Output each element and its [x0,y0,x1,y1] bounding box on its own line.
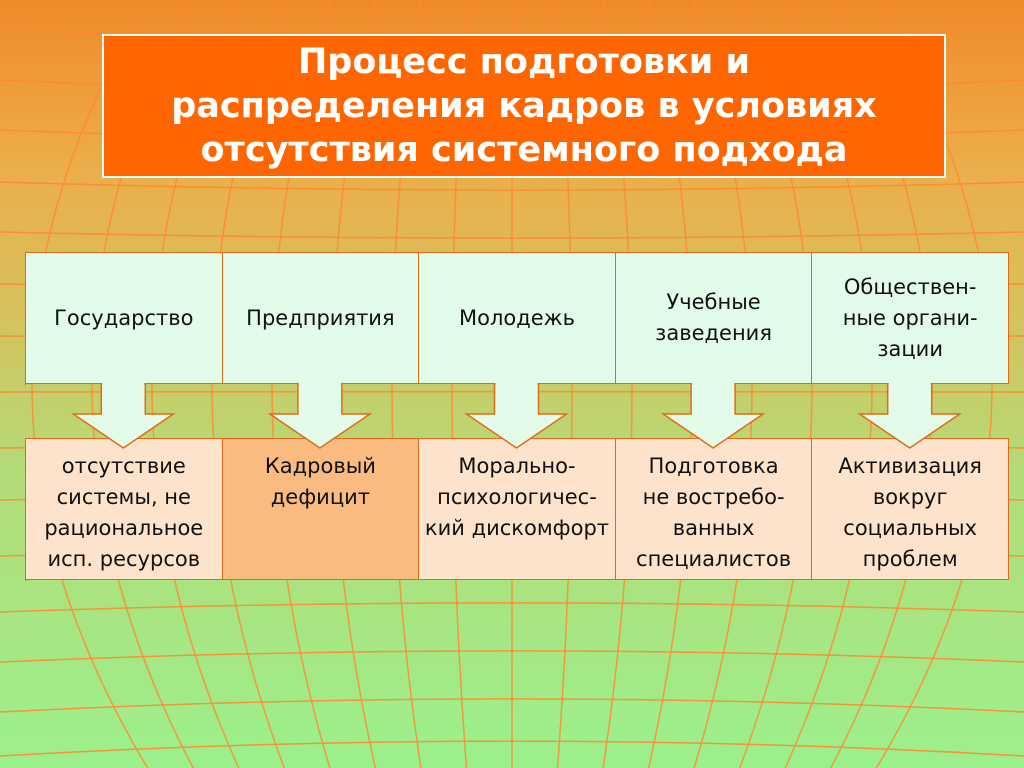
page-title: Процесс подготовки и распределения кадро… [171,42,877,170]
actor-cell-public-organizations: Обществен- ные органи- зации [812,253,1009,384]
outcome-cell-2: Кадровый дефицит [222,439,420,580]
actor-cell-state: Государство [26,253,223,384]
outcome-cell-4: Подготовка не востребо- ванных специалис… [615,439,813,580]
outcomes-row: отсутствие системы, не рациональное исп.… [25,438,1009,581]
actor-cell-youth: Молодежь [419,253,616,384]
actors-row: Государство Предприятия Молодежь Учебные… [25,252,1009,385]
outcome-cell-3: Морально- психологичес- кий дискомфорт [419,439,616,580]
grid-longitude-line [31,0,149,768]
outcome-cell-1: отсутствие системы, не рациональное исп.… [26,439,223,580]
outcome-cell-5: Активизация вокруг социальных проблем [812,439,1009,580]
actor-cell-enterprises: Предприятия [222,253,420,384]
title-box: Процесс подготовки и распределения кадро… [102,34,946,178]
actor-cell-educational-institutions: Учебные заведения [615,253,813,384]
